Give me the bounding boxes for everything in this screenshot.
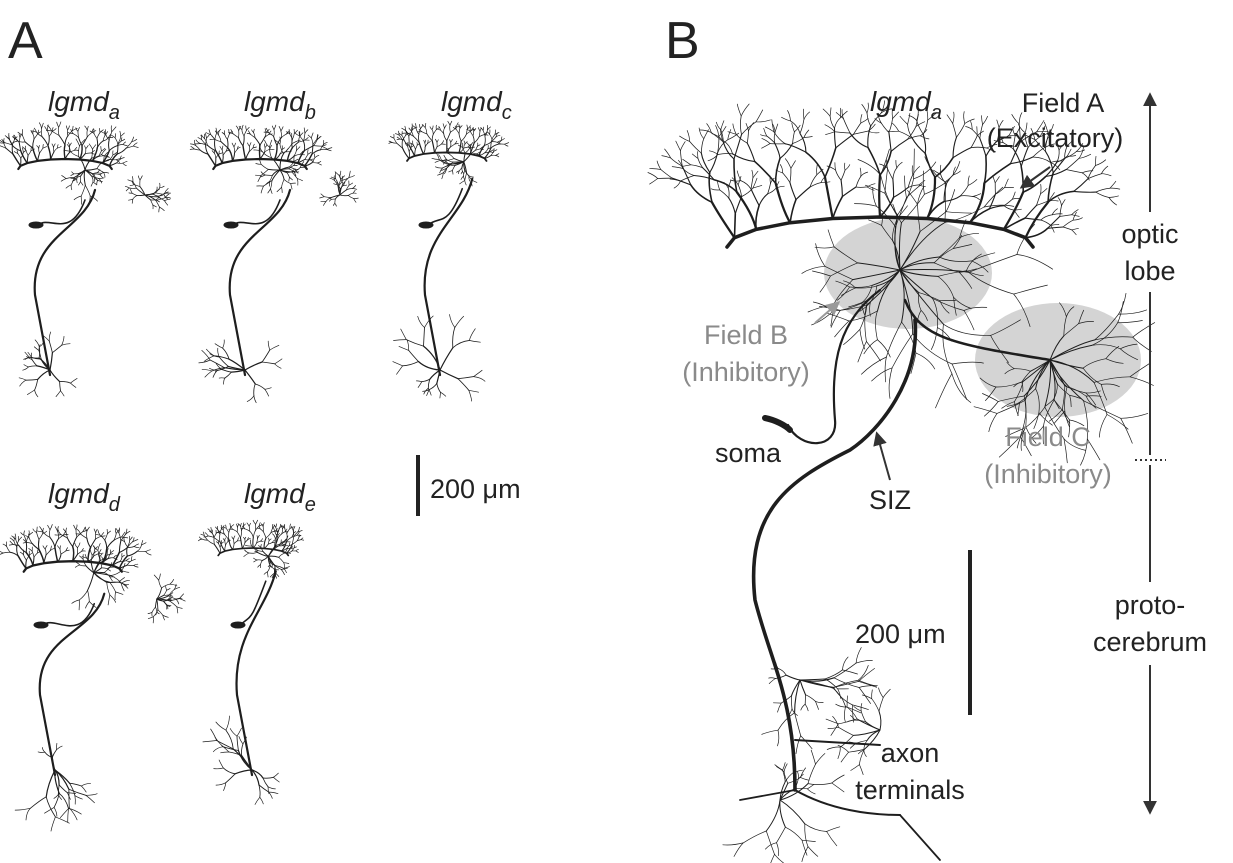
siz-label: SIZ [869, 485, 911, 515]
panel-b-label: B [665, 12, 700, 70]
neuron-b-drawing [190, 125, 358, 403]
optic-lobe-label: optic [1121, 219, 1178, 249]
field-b-sublabel: (Inhibitory) [682, 357, 810, 387]
axon-sublabel: terminals [855, 775, 965, 805]
protocerebrum-label: proto- [1115, 590, 1186, 620]
field-a-sublabel: (Excitatory) [987, 123, 1124, 153]
soma-label: soma [715, 438, 782, 468]
field-c-region [975, 303, 1141, 417]
neuron-d-title: lgmdd [48, 478, 121, 516]
axon-label: axon [881, 738, 940, 768]
neuron-b-title: lgmdb [244, 86, 316, 124]
neuron-c-drawing [389, 121, 509, 401]
neuron-e-title: lgmde [244, 478, 316, 516]
neuron-e-drawing [198, 520, 303, 804]
field-a-label: Field A [1022, 88, 1105, 118]
neuron-a-title: lgmda [48, 86, 120, 124]
neuron-c-title: lgmdc [441, 86, 512, 124]
neuron-a-drawing [0, 122, 171, 397]
neuron-d-drawing [0, 525, 185, 832]
siz-arrow [877, 434, 890, 480]
panel-a-scale-label: 200 μm [430, 474, 521, 504]
field-c-label: Field C [1005, 422, 1091, 452]
field-b-region [824, 217, 992, 329]
panel-a-label: A [8, 12, 43, 70]
panel-b-scale-label: 200 μm [855, 619, 946, 649]
optic-lobe-sublabel: lobe [1124, 256, 1175, 286]
panel-b-title: lgmda [870, 86, 942, 124]
protocerebrum-sublabel: cerebrum [1093, 627, 1207, 657]
field-b-label: Field B [704, 320, 788, 350]
field-c-sublabel: (Inhibitory) [984, 459, 1112, 489]
